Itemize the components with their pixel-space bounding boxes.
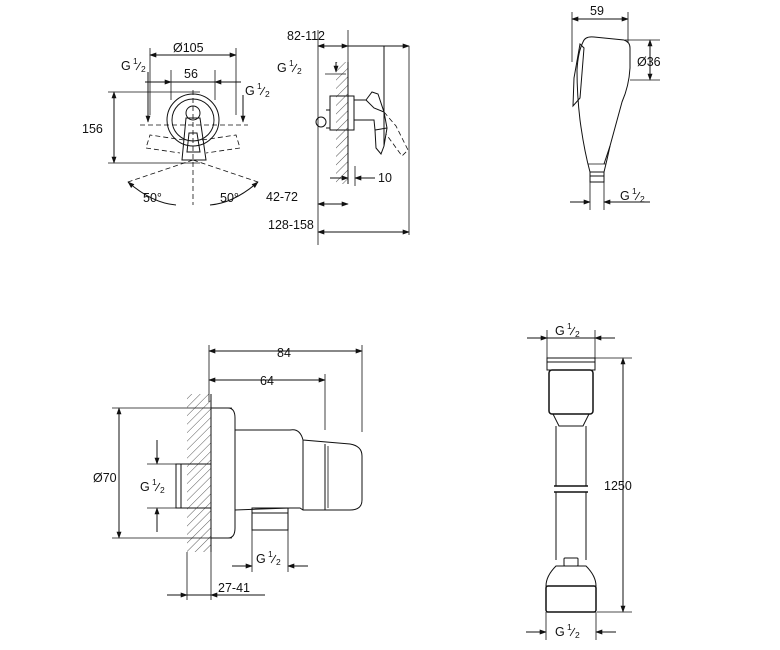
dim-56: 56 bbox=[184, 67, 198, 81]
svg-text:2: 2 bbox=[160, 485, 165, 495]
dim-64: 64 bbox=[260, 374, 274, 388]
svg-text:G: G bbox=[121, 59, 131, 73]
thread-label-hose-bottom: G 1 2 bbox=[555, 622, 580, 640]
svg-text:1: 1 bbox=[632, 186, 637, 196]
hand-shower-view: 59 Ø36 G 1 2 bbox=[570, 4, 661, 210]
svg-text:G: G bbox=[140, 480, 150, 494]
thread-label-hose-top: G 1 2 bbox=[555, 321, 580, 339]
svg-text:2: 2 bbox=[276, 557, 281, 567]
svg-text:1: 1 bbox=[567, 321, 572, 331]
dim-27-41: 27-41 bbox=[218, 581, 250, 595]
dim-1250: 1250 bbox=[604, 479, 632, 493]
svg-text:2: 2 bbox=[575, 630, 580, 640]
svg-text:1: 1 bbox=[289, 58, 294, 68]
svg-text:G: G bbox=[620, 189, 630, 203]
svg-text:G: G bbox=[555, 324, 565, 338]
thread-label-right: G 1 2 bbox=[245, 81, 270, 99]
dim-diameter-105: Ø105 bbox=[173, 41, 204, 55]
dim-84: 84 bbox=[277, 346, 291, 360]
svg-text:G: G bbox=[555, 625, 565, 639]
dim-42-72: 42-72 bbox=[266, 190, 298, 204]
svg-text:2: 2 bbox=[265, 89, 270, 99]
dim-82-112: 82-112 bbox=[287, 29, 325, 43]
hose-view: G 1 2 1250 G 1 2 bbox=[526, 321, 632, 640]
dim-59: 59 bbox=[590, 4, 604, 18]
angle-right: 50° bbox=[220, 191, 239, 205]
svg-text:1: 1 bbox=[268, 549, 273, 559]
thread-label-left: G 1 2 bbox=[121, 56, 146, 74]
dim-diameter-36: Ø36 bbox=[637, 55, 661, 69]
svg-text:2: 2 bbox=[640, 194, 645, 204]
dim-128-158: 128-158 bbox=[268, 218, 314, 232]
svg-text:2: 2 bbox=[575, 329, 580, 339]
svg-text:1: 1 bbox=[567, 622, 572, 632]
mixer-side-view: 82-112 G 1 2 10 42-72 128-158 bbox=[266, 29, 410, 245]
svg-text:G: G bbox=[245, 84, 255, 98]
dim-diameter-70: Ø70 bbox=[93, 471, 117, 485]
svg-text:2: 2 bbox=[141, 64, 146, 74]
svg-text:G: G bbox=[277, 61, 287, 75]
svg-text:2: 2 bbox=[297, 66, 302, 76]
svg-text:1: 1 bbox=[152, 477, 157, 487]
wall-outlet-view: 84 64 Ø70 G 1 2 G 1 bbox=[93, 345, 363, 600]
thread-label-outlet-side: G 1 2 bbox=[140, 477, 165, 495]
dim-156: 156 bbox=[82, 122, 103, 136]
svg-text:1: 1 bbox=[257, 81, 262, 91]
angle-left: 50° bbox=[143, 191, 162, 205]
mixer-front-view: Ø105 56 156 50° 50° G 1 2 G bbox=[82, 41, 270, 206]
svg-text:1: 1 bbox=[133, 56, 138, 66]
thread-label-shower: G 1 2 bbox=[620, 186, 645, 204]
dim-10: 10 bbox=[378, 171, 392, 185]
svg-text:G: G bbox=[256, 552, 266, 566]
thread-label-side: G 1 2 bbox=[277, 58, 302, 76]
thread-label-outlet-bottom: G 1 2 bbox=[256, 549, 281, 567]
